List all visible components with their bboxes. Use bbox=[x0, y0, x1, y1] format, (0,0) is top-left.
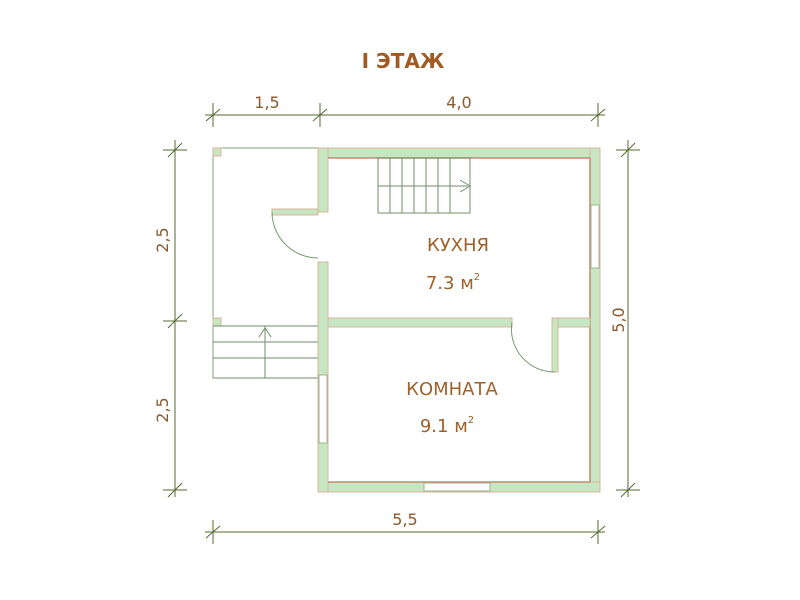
interior-door-swing bbox=[510, 321, 556, 373]
dimension-left: 2,5 2,5 bbox=[153, 140, 187, 498]
entrance-door-swing bbox=[271, 211, 319, 259]
veranda-post-bottom bbox=[212, 317, 222, 327]
stairs-arrow-icon bbox=[459, 179, 471, 193]
partition-left bbox=[327, 317, 513, 328]
porch-arrow-icon bbox=[258, 327, 272, 338]
wall-left-top bbox=[317, 147, 329, 213]
wall-right bbox=[589, 147, 601, 493]
dimension-right: 5,0 bbox=[609, 140, 640, 498]
window-bottom-room bbox=[423, 482, 491, 492]
interior-door bbox=[510, 317, 559, 373]
room-name-kitchen: КУХНЯ bbox=[427, 235, 489, 256]
partition-right bbox=[556, 317, 591, 328]
dim-left-lower: 2,5 bbox=[153, 397, 172, 422]
kitchen-stairs bbox=[377, 157, 471, 214]
room-area-living: 9.1 м2 bbox=[420, 415, 474, 437]
dim-top-right: 4,0 bbox=[446, 93, 471, 112]
porch-steps bbox=[213, 325, 320, 379]
dim-right: 5,0 bbox=[609, 307, 628, 332]
dim-top-left: 1,5 bbox=[254, 93, 279, 112]
room-living: КОМНАТА 9.1 м2 bbox=[406, 379, 498, 437]
entrance-door bbox=[271, 208, 319, 259]
veranda-post-top bbox=[212, 147, 222, 157]
dim-bottom: 5,5 bbox=[392, 510, 417, 529]
windows bbox=[318, 204, 600, 492]
interior-door-leaf bbox=[551, 317, 559, 373]
window-right-kitchen bbox=[590, 204, 600, 269]
wall-top bbox=[319, 147, 601, 159]
room-area-kitchen: 7.3 м2 bbox=[426, 272, 480, 294]
entrance-door-leaf bbox=[271, 208, 319, 216]
dimension-top: 1,5 4,0 bbox=[205, 93, 606, 127]
dimension-bottom: 5,5 bbox=[205, 510, 606, 544]
plan-title: I ЭТАЖ bbox=[362, 49, 445, 73]
interior-wall bbox=[327, 317, 591, 328]
dim-left-upper: 2,5 bbox=[153, 227, 172, 252]
room-kitchen: КУХНЯ 7.3 м2 bbox=[426, 235, 489, 294]
room-name-living: КОМНАТА bbox=[406, 379, 498, 400]
window-left-room bbox=[318, 374, 328, 444]
veranda bbox=[212, 147, 320, 378]
